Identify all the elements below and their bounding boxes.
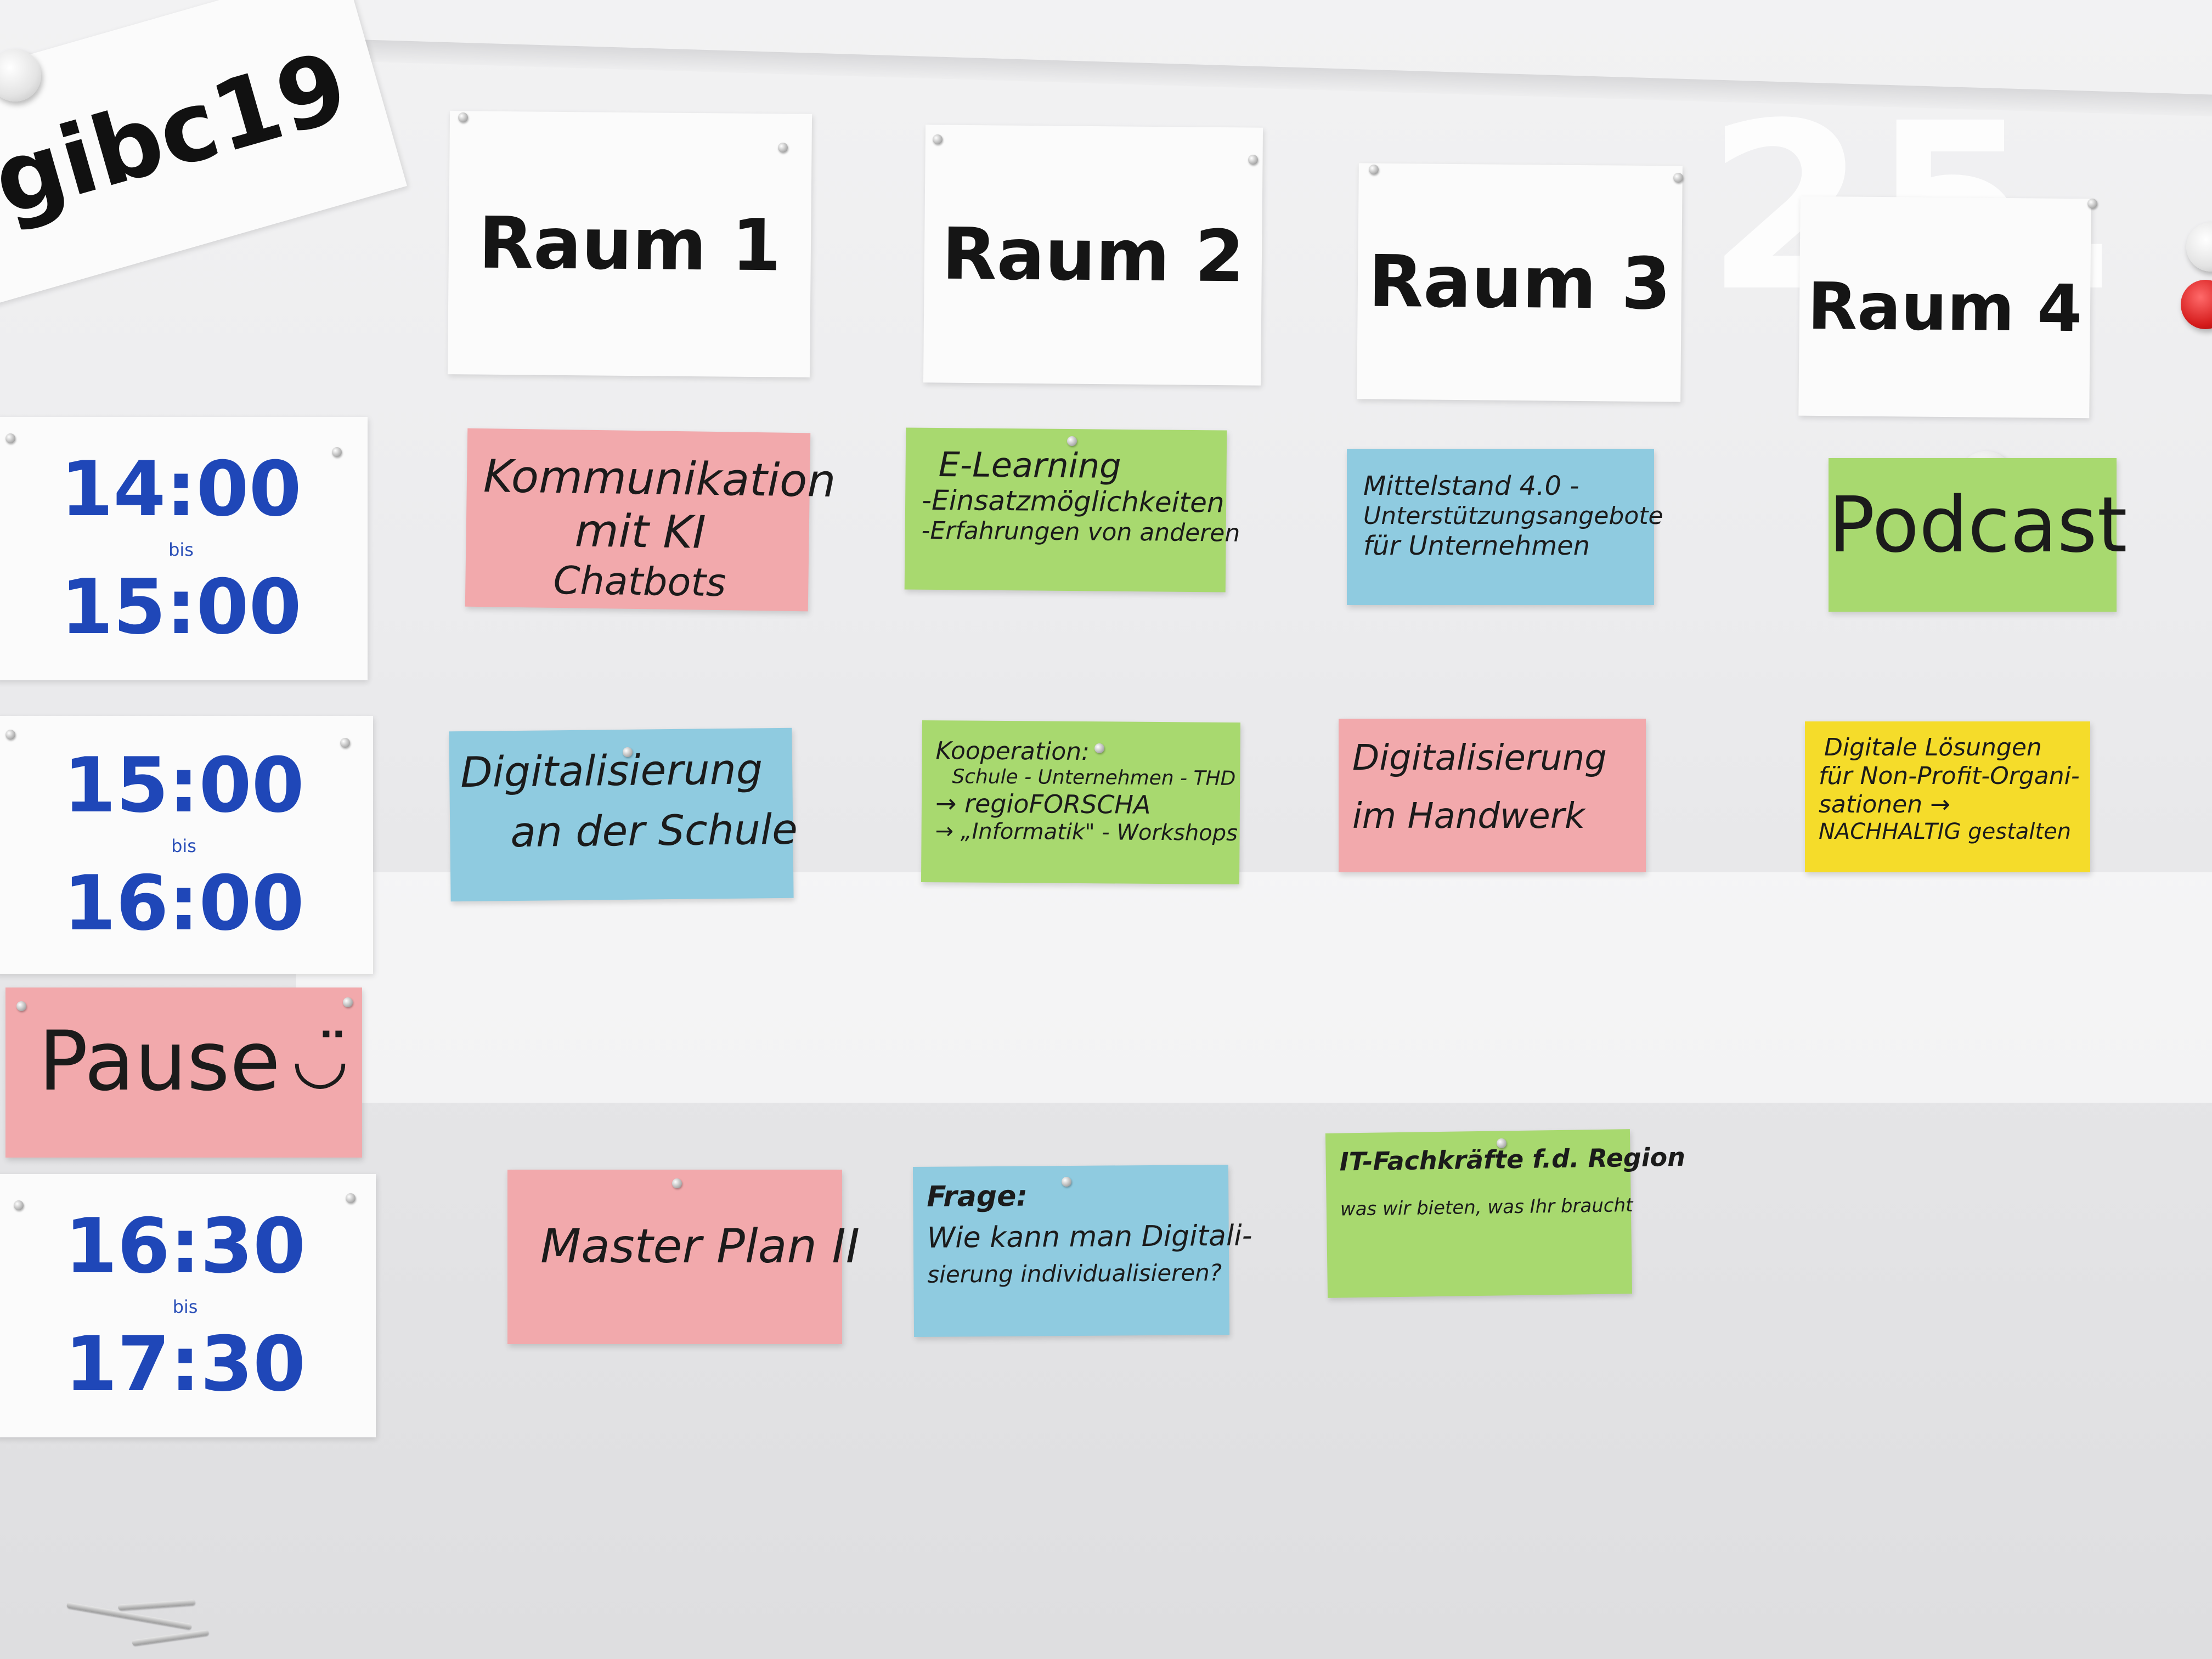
session-note-slot3-room3: IT-Fachkräfte f.d. Region was wir bieten…: [1325, 1129, 1686, 1298]
room-header-3: Raum 3: [1357, 163, 1683, 402]
room-header-4: Raum 4: [1798, 196, 2091, 419]
time-slot-3: 16:30 bis 17:30: [0, 1174, 376, 1437]
slot-separator: bis: [168, 539, 194, 560]
pin: [2087, 199, 2097, 208]
pin: [1369, 165, 1379, 174]
session-note-slot1-room4: Podcast: [1829, 458, 2128, 612]
pause-label: Pause: [38, 1014, 281, 1109]
room-label: Raum 4: [1807, 268, 2083, 347]
pin: [1094, 743, 1104, 753]
note-line: → regioFORSCHA: [935, 788, 1151, 820]
pin: [16, 1001, 26, 1011]
note-line: Kooperation:: [935, 737, 1090, 766]
note-line: -Erfahrungen von anderen: [921, 516, 1240, 548]
note-line: sationen →: [1819, 790, 1950, 819]
note-line: sierung individualisieren?: [927, 1259, 1222, 1288]
loose-nail: [117, 1599, 195, 1610]
slot-separator: bis: [171, 836, 196, 856]
smiley-icon: ◡̈: [291, 1020, 349, 1097]
session-note-slot2-room3: Digitalisierung im Handwerk: [1339, 719, 1646, 872]
time-slot-2: 15:00 bis 16:00: [0, 716, 373, 974]
magnet-top-left: [0, 49, 41, 101]
pin: [5, 433, 15, 443]
room-label: Raum 3: [1368, 239, 1672, 326]
note-line: Unterstützungsangebote: [1363, 501, 1663, 530]
note-line: Kommunikation: [483, 450, 836, 508]
session-note-slot1-room1: Kommunikation mit KI Chatbots: [465, 428, 836, 612]
loose-nail: [131, 1629, 209, 1646]
session-note-slot2-room2: Kooperation: Schule - Unternehmen - THD …: [921, 720, 1241, 885]
session-note-slot3-room2: Frage: Wie kann man Digitali- sierung in…: [912, 1164, 1252, 1338]
room-header-1: Raum 1: [447, 111, 812, 377]
note-line: Podcast: [1829, 481, 2128, 570]
pin: [14, 1200, 24, 1210]
pin: [340, 738, 350, 748]
note-line: NACHHALTIG gestalten: [1819, 819, 2072, 844]
session-note-slot1-room3: Mittelstand 4.0 - Unterstützungsangebote…: [1347, 449, 1663, 605]
note-line: Wie kann man Digitali-: [927, 1220, 1252, 1255]
pin: [1062, 1177, 1071, 1187]
projector-light-band: [296, 872, 2212, 1103]
session-note-slot2-room1: Digitalisierung an der Schule: [449, 727, 798, 902]
pin: [1248, 155, 1258, 165]
pin: [1067, 436, 1077, 446]
note-line: E-Learning: [938, 444, 1121, 486]
note-line: an der Schule: [510, 804, 798, 856]
pin: [778, 143, 788, 153]
pin: [458, 112, 468, 122]
room-header-2: Raum 2: [923, 125, 1263, 386]
note-line: mit KI: [574, 505, 707, 559]
session-note-slot1-room2: E-Learning -Einsatzmöglichkeiten -Erfahr…: [904, 427, 1240, 592]
slot-start: 16:30: [64, 1202, 306, 1291]
slot-end: 17:30: [64, 1320, 306, 1408]
pin: [332, 447, 342, 457]
note-line: Digitalisierung: [1352, 738, 1607, 778]
slot-end: 15:00: [60, 563, 302, 651]
note-line: Digitale Lösungen: [1824, 733, 2042, 761]
note-line: → „Informatik" - Workshops: [935, 818, 1238, 846]
session-note-slot2-room4: Digitale Lösungen für Non-Profit-Organi-…: [1805, 721, 2090, 872]
pin: [5, 730, 15, 740]
note-line: Chatbots: [552, 557, 726, 605]
room-label: Raum 1: [478, 201, 782, 287]
session-note-slot3-room1: Master Plan II: [507, 1170, 860, 1344]
note-line: Master Plan II: [540, 1219, 860, 1274]
note-line: was wir bieten, was Ihr braucht: [1340, 1194, 1633, 1221]
note-line: für Non-Profit-Organi-: [1819, 761, 2080, 790]
note-line: im Handwerk: [1352, 795, 1585, 837]
note-line: Mittelstand 4.0 -: [1363, 471, 1579, 501]
note-line: IT-Fachkräfte f.d. Region: [1339, 1142, 1686, 1177]
note-line: Schule - Unternehmen - THD: [952, 765, 1236, 790]
pin: [623, 747, 633, 757]
time-slot-1: 14:00 bis 15:00: [0, 417, 368, 680]
note-line: -Einsatzmöglichkeiten: [921, 484, 1224, 519]
slot-start: 14:00: [60, 445, 302, 534]
pin: [346, 1193, 356, 1203]
slot-separator: bis: [172, 1296, 198, 1317]
hashtag-text: digibc19: [0, 30, 359, 266]
slot-start: 15:00: [63, 741, 304, 830]
note-line: Frage:: [927, 1180, 1028, 1214]
pin: [343, 997, 353, 1007]
slot-end: 16:00: [63, 859, 304, 947]
pin: [933, 134, 943, 144]
pause-card: Pause◡̈: [5, 988, 362, 1158]
pin: [1673, 173, 1683, 183]
room-label: Raum 2: [941, 212, 1245, 298]
pin: [1497, 1138, 1506, 1148]
hashtag-sign: digibc19: [0, 0, 408, 310]
pin: [672, 1178, 682, 1188]
note-line: für Unternehmen: [1363, 530, 1590, 561]
